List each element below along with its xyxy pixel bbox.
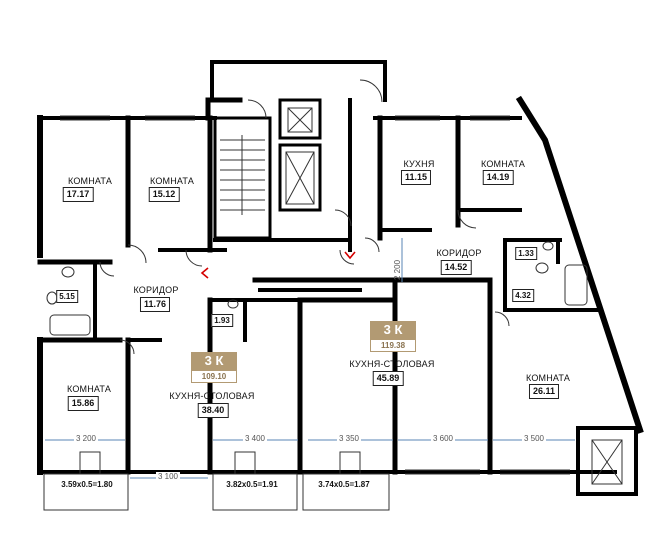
vertical-dimension-label: 2 200 [393,259,402,280]
apartment-code: 3 К [191,352,237,370]
room-name: КОМНАТА [480,159,526,169]
apartment-badge-right: 3 К 119.38 [370,321,416,352]
bathroom-area: 1.93 [211,314,233,327]
apartment-total-area: 109.10 [191,370,237,383]
balcony-area: 3.59x0.5=1.80 [61,480,113,489]
room-name: КУХНЯ-СТОЛОВАЯ [169,391,255,401]
room-area: 45.89 [372,371,404,386]
room-name: КОМНАТА [66,384,112,394]
room-area: 14.52 [440,260,472,275]
dimension-lines [45,238,575,479]
room-name: КУХНЯ [403,159,435,169]
dimension-label: 3 600 [430,434,456,443]
dimension-label: 3 500 [521,434,547,443]
room-area: 14.19 [482,170,514,185]
room-name: КОМНАТА [149,176,195,186]
room-area: 11.76 [139,297,171,312]
dimension-label: 3 400 [242,434,268,443]
room-name: КОРИДОР [436,248,482,258]
fixtures [43,79,623,511]
apartment-code: 3 К [370,321,416,339]
walls [37,60,644,496]
dimension-label: 3 350 [336,434,362,443]
dimension-label: 3 200 [73,434,99,443]
room-name: КУХНЯ-СТОЛОВАЯ [349,359,435,369]
room-area: 38.40 [197,403,229,418]
room-area: 15.12 [148,187,180,202]
dimension-label: 3 100 [155,472,181,481]
room-name: КОМНАТА [67,176,113,186]
room-area: 15.86 [67,396,99,411]
red-arrows [200,251,356,279]
room-name: КОМНАТА [525,373,571,383]
bathroom-area: 4.32 [512,289,534,302]
room-area: 17.17 [62,187,94,202]
room-name: КОРИДОР [133,285,179,295]
bathroom-area: 5.15 [56,290,78,303]
apartment-total-area: 119.38 [370,339,416,352]
balcony-area: 3.82x0.5=1.91 [226,480,278,489]
room-area: 11.15 [400,170,432,185]
apartment-badge-left: 3 К 109.10 [191,352,237,383]
room-area: 26.11 [528,384,560,399]
balcony-area: 3.74x0.5=1.87 [318,480,370,489]
bathroom-area: 1.33 [515,247,537,260]
